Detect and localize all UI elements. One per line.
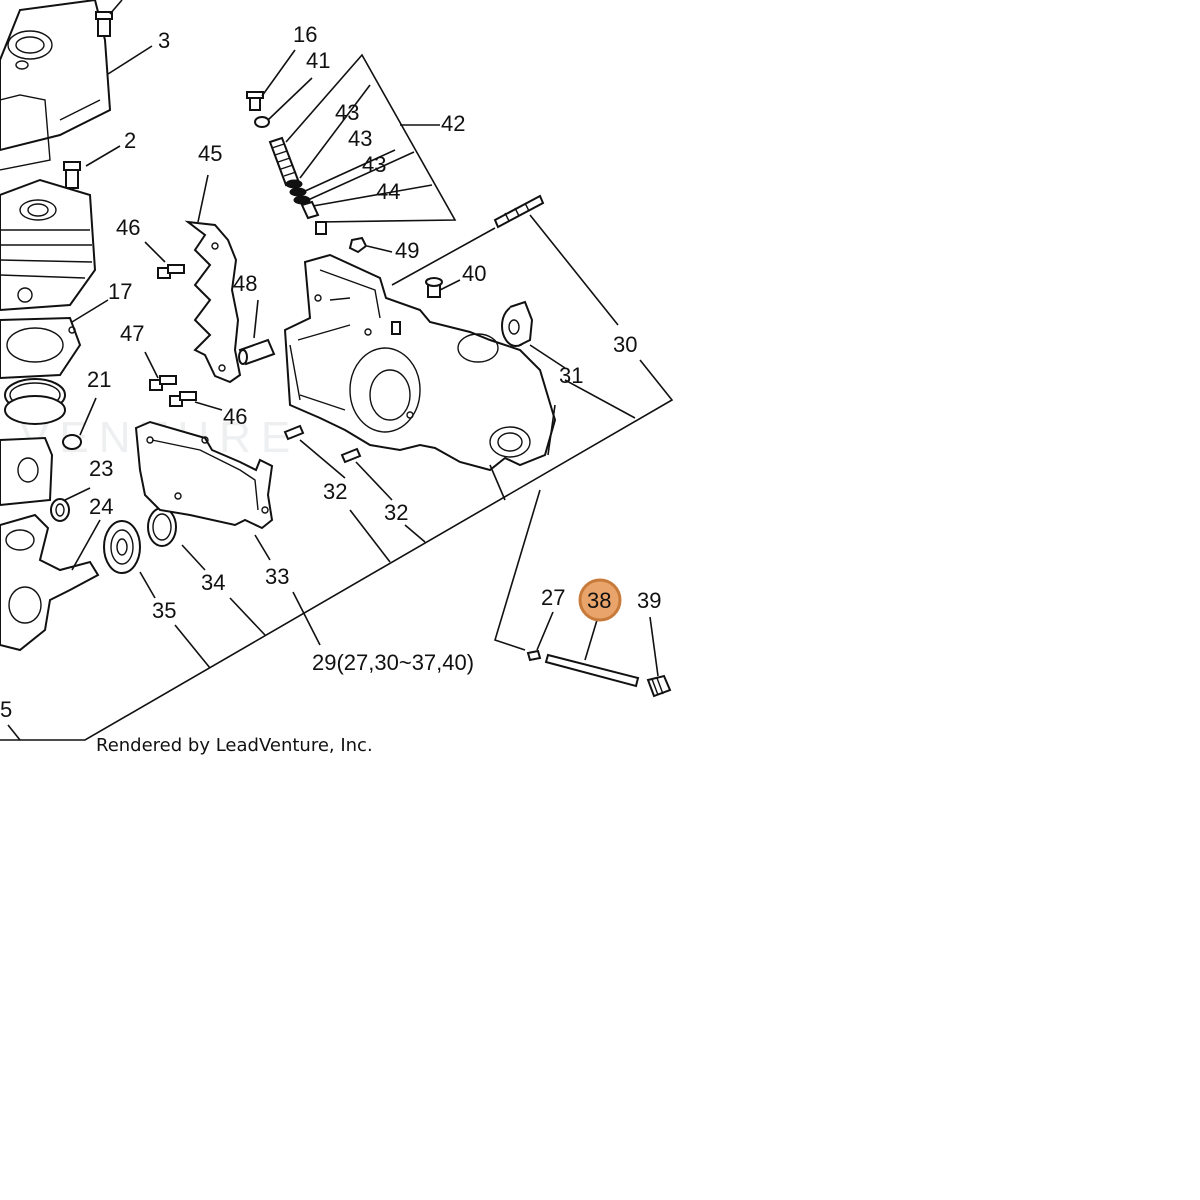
callout-23[interactable]: 23 <box>89 456 113 481</box>
cylinder-part[interactable] <box>0 178 97 312</box>
callout-41[interactable]: 41 <box>306 48 330 73</box>
washer-part-41[interactable] <box>254 116 270 128</box>
callout-29[interactable]: 29(27,30~37,40) <box>312 650 474 675</box>
callout-46a[interactable]: 46 <box>116 215 140 240</box>
callout-33[interactable]: 33 <box>265 564 289 589</box>
circlip-part-34[interactable] <box>147 507 177 547</box>
callout-32b[interactable]: 32 <box>384 500 408 525</box>
callout-49[interactable]: 49 <box>395 238 419 263</box>
pin-part-27[interactable] <box>526 649 542 662</box>
callout-42[interactable]: 42 <box>441 111 465 136</box>
oring-part-43[interactable] <box>285 179 311 205</box>
nut-part-49[interactable] <box>348 236 368 254</box>
callout-48[interactable]: 48 <box>233 271 257 296</box>
callout-44[interactable]: 44 <box>376 179 400 204</box>
piston-ring-part[interactable] <box>4 378 66 425</box>
callout-21[interactable]: 21 <box>87 367 111 392</box>
spring-part[interactable] <box>268 136 300 187</box>
screw-part-47[interactable] <box>149 375 177 391</box>
callout-31[interactable]: 31 <box>559 363 583 388</box>
callout-5[interactable]: 5 <box>0 697 12 722</box>
screw-part-46b[interactable] <box>169 391 197 407</box>
callout-34[interactable]: 34 <box>201 570 225 595</box>
fitting-part-40[interactable] <box>425 277 443 298</box>
callout-24[interactable]: 24 <box>89 494 113 519</box>
bearing-part-35[interactable] <box>103 520 141 574</box>
crankshaft-part[interactable] <box>0 513 100 652</box>
callout-labels: 3 2 16 41 43 43 43 44 42 45 46 46 17 48 … <box>0 22 661 722</box>
callout-38[interactable]: 38 <box>587 588 611 613</box>
callout-2[interactable]: 2 <box>124 128 136 153</box>
credit-text: Rendered by LeadVenture, Inc. <box>96 735 373 756</box>
callout-43c[interactable]: 43 <box>362 152 386 177</box>
callout-47[interactable]: 47 <box>120 321 144 346</box>
crankcase-part[interactable] <box>283 253 557 472</box>
seal-part-31[interactable] <box>501 300 534 347</box>
callout-17[interactable]: 17 <box>108 279 132 304</box>
screw-part-2[interactable] <box>63 161 81 189</box>
callout-39[interactable]: 39 <box>637 588 661 613</box>
washer-part-23[interactable] <box>50 498 70 522</box>
gasket-part-17[interactable] <box>0 316 82 380</box>
screw-part-top[interactable] <box>95 11 113 37</box>
screw-part-46[interactable] <box>157 264 185 279</box>
highlight-marker[interactable] <box>578 578 622 622</box>
callout-40[interactable]: 40 <box>462 261 486 286</box>
valve-part-44[interactable] <box>300 200 327 235</box>
callout-43a[interactable]: 43 <box>335 100 359 125</box>
pin-part-48[interactable] <box>238 338 276 366</box>
leader-lines <box>0 0 674 741</box>
gasket-part-45[interactable] <box>184 220 242 384</box>
dowel-part-32a[interactable] <box>283 424 305 441</box>
dowel-part-32b[interactable] <box>340 447 362 464</box>
gasket-part-33[interactable] <box>134 420 274 530</box>
callout-43b[interactable]: 43 <box>348 126 372 151</box>
cylinder-cover-part[interactable] <box>0 0 112 171</box>
screw-part-16[interactable] <box>246 91 264 111</box>
callout-30[interactable]: 30 <box>613 332 637 357</box>
rod-part-38[interactable] <box>544 653 640 688</box>
callout-27[interactable]: 27 <box>541 585 565 610</box>
stud-part-30[interactable] <box>493 194 545 229</box>
piston-part[interactable] <box>0 436 54 507</box>
callout-16[interactable]: 16 <box>293 22 317 47</box>
circlip-part-21[interactable] <box>62 434 82 450</box>
callout-46b[interactable]: 46 <box>223 404 247 429</box>
callout-32a[interactable]: 32 <box>323 479 347 504</box>
callout-35[interactable]: 35 <box>152 598 176 623</box>
plug-part-39[interactable] <box>646 674 672 698</box>
callout-3[interactable]: 3 <box>158 28 170 53</box>
callout-45[interactable]: 45 <box>198 141 222 166</box>
